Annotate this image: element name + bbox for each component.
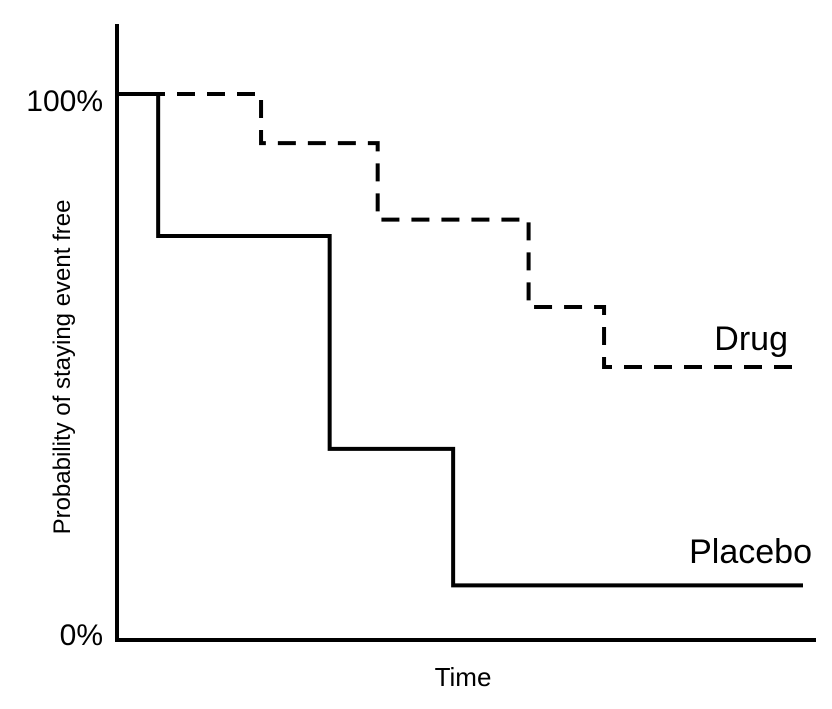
series-line-placebo (117, 92, 803, 588)
y-tick-label-100: 100% (26, 85, 103, 118)
series-label-placebo: Placebo (689, 533, 812, 571)
x-axis-label: Time (435, 662, 492, 692)
y-tick-label-0: 0% (60, 619, 103, 652)
series-line-drug (117, 92, 803, 369)
series-layer (117, 92, 803, 588)
series-label-drug: Drug (714, 320, 788, 358)
y-axis-label: Probability of staying event free (49, 200, 76, 535)
